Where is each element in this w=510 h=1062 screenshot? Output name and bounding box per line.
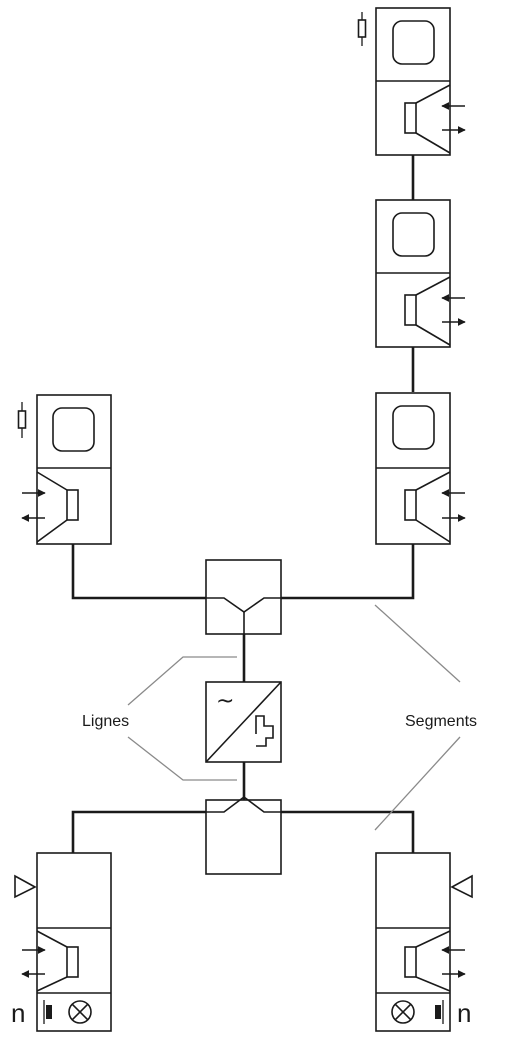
counter-label-left: n [11, 998, 25, 1028]
segments-leader [374, 604, 461, 831]
loudspeaker-icon [404, 471, 451, 543]
loudspeaker-icon [404, 276, 451, 346]
horn-icon [14, 874, 37, 899]
loudspeaker-icon [404, 930, 451, 992]
terminating-resistor-icon [357, 12, 367, 46]
counter-label-right: n [457, 998, 471, 1028]
monitor-station [375, 392, 466, 545]
monitor-screen-icon [392, 20, 435, 65]
horn-icon [450, 874, 473, 899]
monitor-station [375, 7, 466, 156]
monitor-screen-icon [392, 405, 435, 450]
lower-branch-coupler [205, 796, 282, 875]
door-station [14, 852, 112, 1032]
pushbutton-icon [435, 1000, 444, 1024]
upper-branch-coupler [205, 559, 282, 635]
door-station [375, 852, 473, 1032]
bus-wiring [71, 155, 415, 853]
lines-label: Lignes [82, 713, 129, 730]
terminating-resistor-icon [17, 402, 27, 438]
loudspeaker-icon [404, 84, 451, 154]
monitor-station [21, 394, 112, 545]
loudspeaker-icon [36, 471, 79, 543]
ac-symbol: ~ [216, 689, 234, 714]
lamp-icon [391, 1000, 415, 1024]
dc-step-symbol [255, 715, 274, 747]
monitor-screen-icon [392, 212, 435, 257]
power-supply-icon: ~ [205, 681, 282, 763]
segments-label: Segments [405, 713, 477, 730]
lamp-icon [68, 1000, 92, 1024]
pushbutton-icon [43, 1000, 52, 1024]
monitor-station [375, 199, 466, 348]
lines-leader [127, 656, 237, 781]
monitor-screen-icon [52, 407, 95, 452]
loudspeaker-icon [36, 930, 79, 992]
